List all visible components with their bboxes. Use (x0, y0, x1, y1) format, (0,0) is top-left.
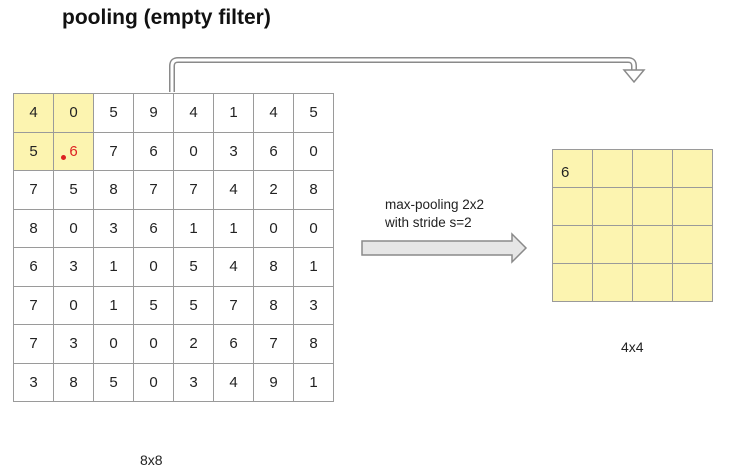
output-cell (593, 150, 633, 188)
input-size-label: 8x8 (140, 452, 163, 468)
output-cell: 6 (553, 150, 593, 188)
output-cell (593, 188, 633, 226)
input-cell: 5 (134, 286, 174, 325)
input-cell: 8 (54, 363, 94, 402)
input-cell: 5 (14, 132, 54, 171)
output-cell (553, 264, 593, 302)
input-cell: 7 (254, 325, 294, 364)
input-cell: 3 (14, 363, 54, 402)
input-cell: 2 (174, 325, 214, 364)
output-cell (633, 188, 673, 226)
input-cell: 2 (254, 171, 294, 210)
input-cell: 8 (294, 325, 334, 364)
input-cell: 6 (214, 325, 254, 364)
input-cell: 6 (134, 209, 174, 248)
input-cell: 4 (14, 94, 54, 133)
top-arrow-head (622, 69, 646, 84)
input-cell: 0 (294, 209, 334, 248)
operation-label: max-pooling 2x2 with stride s=2 (385, 196, 484, 232)
diagram-title: pooling (empty filter) (62, 6, 271, 29)
input-cell: 7 (14, 325, 54, 364)
input-cell: 3 (94, 209, 134, 248)
input-cell: 4 (214, 363, 254, 402)
input-cell: 7 (214, 286, 254, 325)
input-cell: 6 (134, 132, 174, 171)
input-cell: 9 (254, 363, 294, 402)
input-cell: 4 (254, 94, 294, 133)
output-cell (673, 188, 713, 226)
input-cell: 1 (174, 209, 214, 248)
input-cell: 0 (254, 209, 294, 248)
input-cell: 5 (94, 94, 134, 133)
input-cell: 3 (174, 363, 214, 402)
output-size-label: 4x4 (621, 339, 644, 355)
output-cell (673, 226, 713, 264)
output-cell (633, 264, 673, 302)
input-cell: 5 (294, 94, 334, 133)
input-cell: 3 (54, 325, 94, 364)
input-cell: 0 (54, 94, 94, 133)
right-arrow (361, 232, 528, 264)
input-cell: 3 (54, 248, 94, 287)
input-cell: 8 (254, 248, 294, 287)
input-cell: 7 (14, 286, 54, 325)
output-matrix: 6 (552, 149, 713, 302)
input-cell: 7 (94, 132, 134, 171)
input-cell: 8 (14, 209, 54, 248)
input-cell: 1 (294, 248, 334, 287)
input-cell: 0 (54, 209, 94, 248)
input-cell: 7 (134, 171, 174, 210)
output-cell (633, 226, 673, 264)
input-cell: 1 (214, 94, 254, 133)
input-cell: 6 (254, 132, 294, 171)
input-cell: 7 (14, 171, 54, 210)
input-cell: 8 (254, 286, 294, 325)
input-cell: 9 (134, 94, 174, 133)
input-cell: 0 (134, 363, 174, 402)
input-cell: 3 (214, 132, 254, 171)
input-cell: 4 (174, 94, 214, 133)
input-cell: 7 (174, 171, 214, 210)
input-cell: 4 (214, 248, 254, 287)
output-cell (673, 150, 713, 188)
top-bent-arrow (169, 57, 637, 92)
output-cell (553, 226, 593, 264)
output-cell (633, 150, 673, 188)
input-cell: 5 (174, 248, 214, 287)
input-cell: 8 (94, 171, 134, 210)
output-cell (553, 188, 593, 226)
input-cell: 5 (174, 286, 214, 325)
input-cell: 8 (294, 171, 334, 210)
operation-line-2: with stride s=2 (385, 215, 472, 230)
input-cell: 5 (54, 171, 94, 210)
input-cell: 1 (94, 286, 134, 325)
input-cell: 1 (94, 248, 134, 287)
input-cell: 0 (134, 248, 174, 287)
input-cell: 1 (294, 363, 334, 402)
max-marker-dot (61, 154, 66, 160)
input-cell: 0 (294, 132, 334, 171)
input-cell: 0 (94, 325, 134, 364)
input-cell: 0 (54, 286, 94, 325)
input-cell: 1 (214, 209, 254, 248)
input-cell: 6 (14, 248, 54, 287)
input-cell: 6 (54, 132, 94, 171)
operation-line-1: max-pooling 2x2 (385, 197, 485, 212)
input-cell: 5 (94, 363, 134, 402)
input-cell: 0 (174, 132, 214, 171)
input-cell: 4 (214, 171, 254, 210)
output-cell (593, 264, 633, 302)
output-cell (593, 226, 633, 264)
input-cell: 3 (294, 286, 334, 325)
output-cell (673, 264, 713, 302)
input-cell: 0 (134, 325, 174, 364)
